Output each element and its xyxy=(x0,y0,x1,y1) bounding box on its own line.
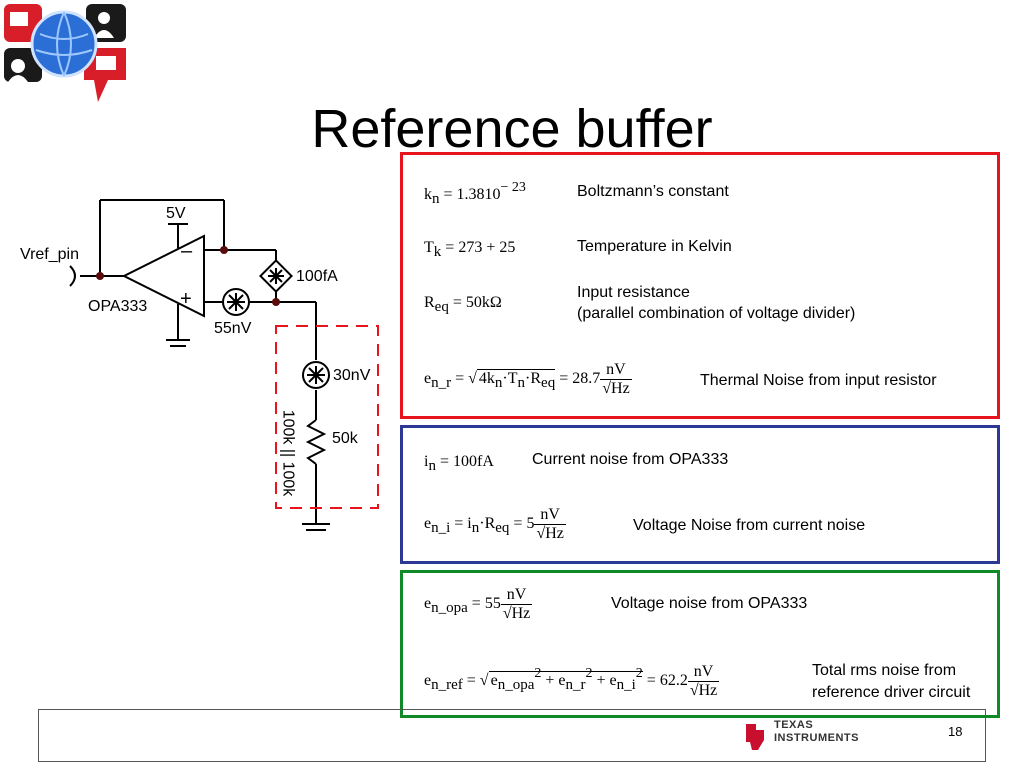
opamp-symbol xyxy=(121,234,205,318)
total-noise-box: Total rms noise from reference driver ci… xyxy=(400,570,1000,718)
enref-description-line2: reference driver circuit xyxy=(812,684,971,701)
voltage-noise-label: 55nV xyxy=(214,320,252,337)
divider-dashed-box xyxy=(275,325,379,509)
pin-label: Vref_pin xyxy=(20,246,79,263)
brand-wordmark: Texas Instruments xyxy=(774,719,859,745)
req-equation: Req = 50kΩ xyxy=(424,294,502,315)
thermal-noise-box xyxy=(400,152,1000,419)
slide-title: Reference buffer xyxy=(311,99,713,160)
enr-description: Thermal Noise from input resistor xyxy=(700,372,937,389)
tk-description: Temperature in Kelvin xyxy=(577,238,732,255)
brand-line2: Instruments xyxy=(774,732,859,744)
tk-equation: Tk = 273 + 25 xyxy=(424,239,516,260)
opamp-label: OPA333 xyxy=(88,298,148,315)
brand-line1: Texas xyxy=(774,719,814,731)
supply-label: 5V xyxy=(166,205,186,222)
req-description-line2: (parallel combination of voltage divider… xyxy=(577,305,856,322)
in-equation: in = 100fA xyxy=(424,453,494,474)
in-description: Current noise from OPA333 xyxy=(532,451,729,468)
circuit-schematic xyxy=(69,199,379,531)
enopa-description: Voltage noise from OPA333 xyxy=(611,595,808,612)
eni-description: Voltage Noise from current noise xyxy=(633,517,866,534)
resistor-noise-label: 30nV xyxy=(333,367,371,384)
texas-instruments-logo-icon xyxy=(746,724,764,750)
resistor-label: 50k xyxy=(332,430,358,447)
footer-frame xyxy=(38,709,986,762)
kn-equation: kn = 1.3810− 23 xyxy=(424,180,526,207)
divider-label: 100k || 100k xyxy=(279,409,297,497)
enref-description-line1: Total rms noise from xyxy=(812,662,957,679)
page-number: 18 xyxy=(948,724,963,739)
opamp-minus-sign: – xyxy=(181,240,193,262)
kn-description: Boltzmann’s constant xyxy=(577,183,729,200)
req-description-line1: Input resistance xyxy=(577,284,690,301)
current-noise-box xyxy=(400,425,1000,564)
opamp-plus-sign: + xyxy=(180,288,192,310)
current-noise-label: 100fA xyxy=(296,268,338,285)
enref-equation: en_ref = √en_opa2 + en_r2 + en_i2 = 62.2… xyxy=(424,663,720,699)
network-globe-logo-icon xyxy=(4,4,126,102)
